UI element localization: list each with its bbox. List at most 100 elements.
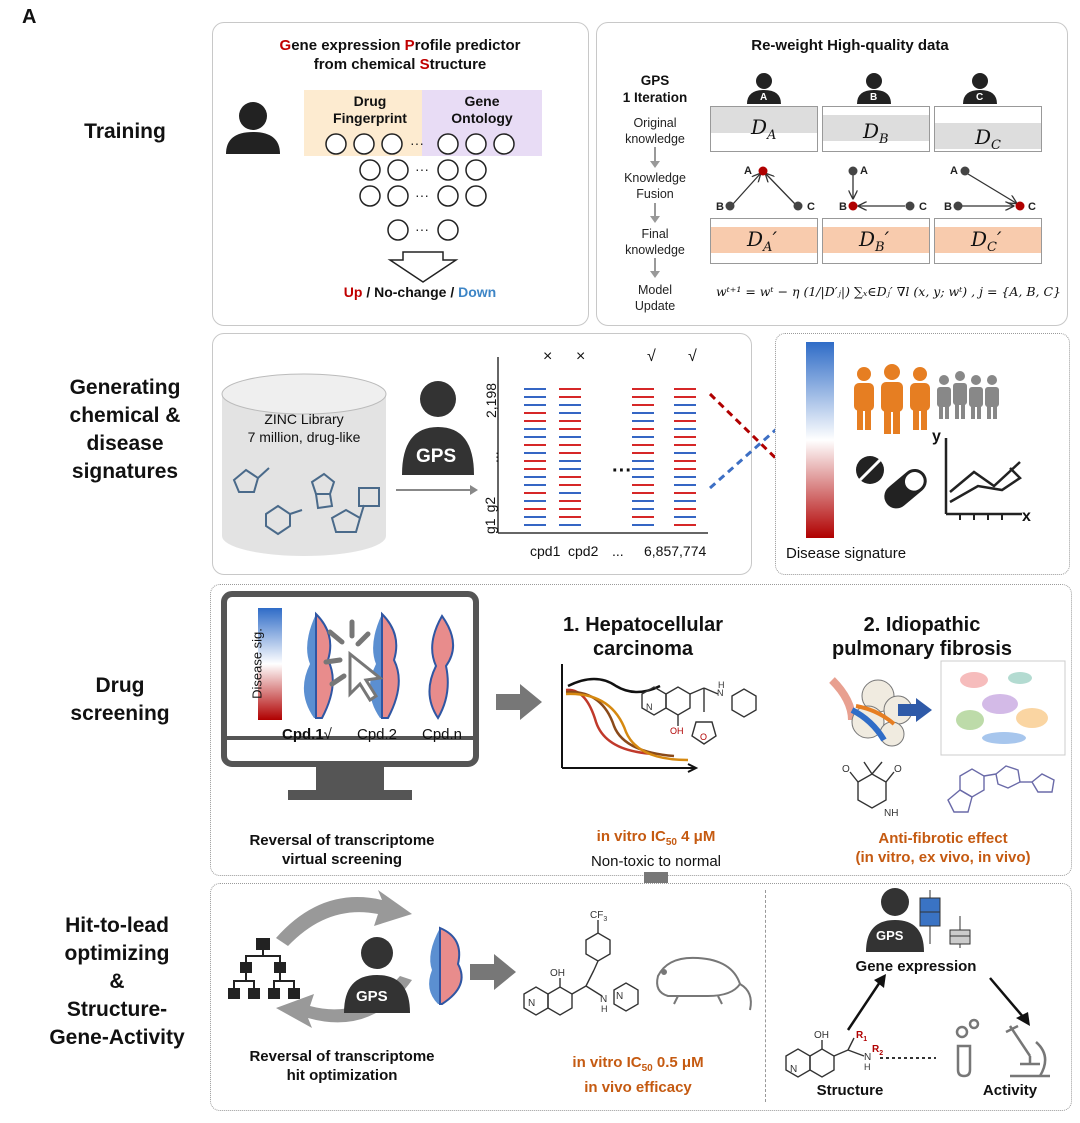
zinc-library-cylinder — [221, 373, 387, 556]
matrix-ellipsis: ··· — [612, 460, 632, 482]
user-b-icon — [857, 73, 891, 104]
signature-matrix — [497, 357, 708, 534]
lead-compound-structure: CF3 OH N N H N — [523, 910, 752, 1016]
svg-text:···: ··· — [415, 187, 429, 203]
svg-text:A: A — [744, 165, 752, 177]
scaffold-r2: R2 — [872, 1044, 883, 1057]
researcher-icon — [226, 102, 280, 154]
disease-sig-label: Disease sig. — [249, 628, 265, 699]
update-formula: wᵗ⁺¹ = wᵗ − η (1/|D′ⱼ|) ∑ₓ∈Dⱼ′ ∇l (x, y;… — [716, 284, 1061, 299]
final-box-a: DA′ — [710, 218, 818, 264]
hit-to-lead-divider — [765, 890, 766, 1102]
svg-text:A: A — [950, 165, 958, 177]
svg-text:B: B — [716, 201, 724, 213]
gps-iteration-label: GPS 1 Iteration — [622, 73, 688, 105]
y-label-2198: 2,198 — [483, 382, 499, 418]
activity-label: Activity — [982, 1082, 1038, 1099]
lung-alveoli-illustration — [829, 677, 913, 747]
gps-badge-sga: GPS — [876, 928, 904, 943]
single-cell-umap — [940, 660, 1066, 756]
ipf-mol-o1: O — [842, 764, 850, 775]
x-label-cpd1: cpd1 — [530, 543, 561, 559]
step-original-knowledge: Original knowledge — [625, 116, 685, 146]
lead-mol-n1: N — [528, 998, 535, 1009]
compound-profiles — [303, 611, 454, 720]
gene-expression-label: Gene expression — [855, 958, 977, 975]
lead-mol-h: H — [601, 1004, 608, 1014]
structure-label: Structure — [816, 1082, 884, 1099]
row-label-training: Training — [84, 120, 166, 143]
y-axis-labels: g1 g2 — [482, 474, 498, 534]
cpd1-label: Cpd.1√ — [282, 726, 332, 743]
ipf-mol-nh: NH — [884, 808, 898, 819]
svg-text:···: ··· — [415, 161, 429, 177]
screening-signature-bar — [258, 608, 282, 720]
patient-group-icon — [854, 364, 999, 434]
user-c-label: C — [976, 92, 984, 103]
scaffold-oh: OH — [814, 1030, 829, 1041]
user-b-label: B — [870, 92, 878, 103]
lead-mol-n2: N — [600, 994, 607, 1005]
svg-text:···: ··· — [410, 135, 424, 151]
data-box-c: DC — [934, 106, 1042, 153]
monitor-icon — [221, 591, 479, 800]
gps-model-icon — [402, 381, 474, 475]
hcc-mol-n: N — [646, 702, 653, 712]
hcc-mol-n2: N — [717, 688, 724, 698]
gps-title: Gene expression Profile predictor from c… — [279, 37, 521, 73]
dose-response-plot — [561, 664, 699, 773]
reweight-title: Re-weight High-quality data — [751, 37, 949, 54]
gene-ontology-label: Gene Ontology — [451, 93, 513, 126]
scaffold-structure: N OH R1 N H R2 — [785, 1030, 936, 1078]
row-label-hit-to-lead: Hit-to-lead optimizing & Structure- Gene… — [49, 914, 185, 1049]
scaffold-r1: R1 — [856, 1030, 867, 1043]
final-box-b: DB′ — [822, 218, 930, 264]
cpd2-label: Cpd.2 — [357, 726, 398, 743]
svg-text:C: C — [1028, 201, 1036, 213]
hit-profile-shape — [429, 926, 463, 1005]
step-final-knowledge: Final knowledge — [625, 227, 685, 257]
expression-boxplot — [919, 890, 971, 948]
screening-arrow — [496, 684, 542, 720]
zinc-to-gps-arrowhead — [470, 485, 478, 495]
col-mark-cpd4: √ — [688, 348, 697, 365]
scaffold-n2: N — [864, 1052, 871, 1063]
user-c-icon — [963, 73, 997, 104]
hierarchy-icon — [228, 938, 300, 999]
sga-arrows — [846, 974, 1030, 1031]
gps-optimizer-icon — [344, 937, 410, 1013]
x-label-last: 6,857,774 — [644, 543, 707, 559]
lead-mol-cf3: CF3 — [590, 910, 607, 923]
microscope-icon — [955, 1018, 1050, 1078]
step-knowledge-fusion: Knowledge Fusion — [624, 171, 686, 201]
panel-letter: A — [22, 6, 37, 28]
lead-mol-oh: OH — [550, 968, 565, 979]
user-a-icon — [747, 73, 781, 104]
col-mark-cpd2: × — [576, 348, 586, 365]
row-label-generating: Generating chemical & disease signatures — [69, 376, 181, 483]
final-box-c: DC′ — [934, 218, 1042, 264]
neural-network: ··· ··· ··· ··· — [325, 133, 515, 283]
training-output-label: Up / No-change / Down — [343, 284, 497, 300]
zinc-to-gps-arrow — [396, 489, 476, 491]
axis-y-label: y — [932, 428, 941, 445]
svg-text:C: C — [919, 201, 927, 213]
optimization-cycle-arrows — [276, 890, 412, 1028]
flow-arrows — [650, 147, 660, 278]
ipf-result: Anti-fibrotic effect(in vitro, ex vivo, … — [855, 830, 1031, 866]
gps-badge-hit: GPS — [356, 988, 388, 1005]
x-label-cpd2: cpd2 — [568, 543, 599, 559]
hit-to-lead-arrow — [470, 954, 516, 990]
ipf-compound-2 — [947, 765, 1055, 813]
gps-sga-icon — [866, 888, 924, 952]
data-box-a: DA — [710, 106, 818, 152]
line-chart-icon — [944, 438, 1022, 520]
cpdn-label: Cpd.n — [422, 726, 463, 743]
y-label-g1: g1 — [482, 518, 498, 534]
data-box-b: DB — [822, 106, 930, 152]
gps-badge: GPS — [416, 446, 457, 467]
